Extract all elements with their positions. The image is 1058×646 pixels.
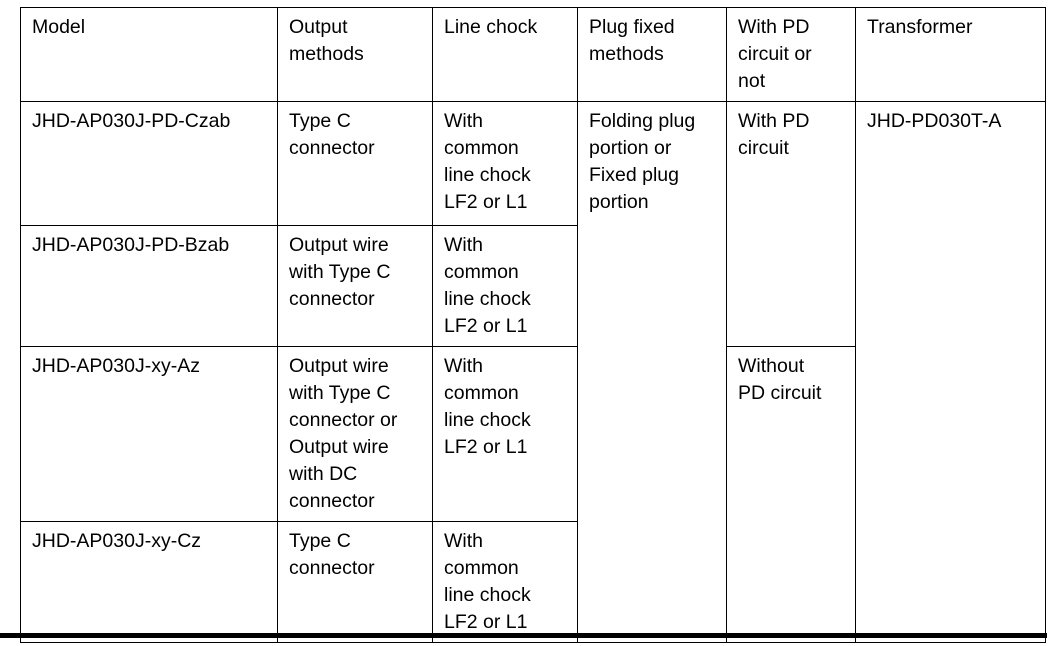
cell-output-method-bzab: Output wire with Type C connector xyxy=(277,225,433,347)
cell-transformer: JHD-PD030T-A xyxy=(855,101,1046,643)
header-line-chock: Line chock xyxy=(432,7,578,102)
cell-line-chock-czab: With common line chock LF2 or L1 xyxy=(432,101,578,226)
cell-model-xy-az: JHD-AP030J-xy-Az xyxy=(20,346,278,522)
cell-with-pd-circuit: With PD circuit xyxy=(726,101,856,347)
table-row: JHD-AP030J-PD-Bzab Output wire with Type… xyxy=(20,225,1046,347)
cell-without-pd-circuit: Without PD circuit xyxy=(726,346,856,643)
cell-model-czab: JHD-AP030J-PD-Czab xyxy=(20,101,278,226)
cell-line-chock-bzab: With common line chock LF2 or L1 xyxy=(432,225,578,347)
cell-output-method-xy-az: Output wire with Type C connector or Out… xyxy=(277,346,433,522)
header-pd-circuit-or-not: With PD circuit or not xyxy=(726,7,856,102)
cell-line-chock-xy-az: With common line chock LF2 or L1 xyxy=(432,346,578,522)
cell-model-bzab: JHD-AP030J-PD-Bzab xyxy=(20,225,278,347)
header-plug-fixed-methods: Plug fixed methods xyxy=(577,7,727,102)
header-row: Model Output methods Line chock Plug fix… xyxy=(20,7,1046,102)
table-row: JHD-AP030J-PD-Czab Type C connector With… xyxy=(20,101,1046,643)
table-row: JHD-AP030J-xy-Az Output wire with Type C… xyxy=(20,346,1046,643)
header-output-methods: Output methods xyxy=(277,7,433,102)
cell-plug-fixed-methods: Folding plug portion or Fixed plug porti… xyxy=(577,101,727,643)
header-transformer: Transformer xyxy=(855,7,1046,102)
product-spec-table: Model Output methods Line chock Plug fix… xyxy=(20,7,1046,643)
cell-model-xy-cz: JHD-AP030J-xy-Cz xyxy=(20,521,278,643)
header-model: Model xyxy=(20,7,278,102)
cell-line-chock-xy-cz: With common line chock LF2 or L1 xyxy=(432,521,578,643)
cell-output-method-czab: Type C connector xyxy=(277,101,433,226)
cell-output-method-xy-cz: Type C connector xyxy=(277,521,433,643)
page-bottom-rule xyxy=(0,633,1047,638)
table-row: JHD-AP030J-xy-Cz Type C connector With c… xyxy=(20,521,1046,643)
